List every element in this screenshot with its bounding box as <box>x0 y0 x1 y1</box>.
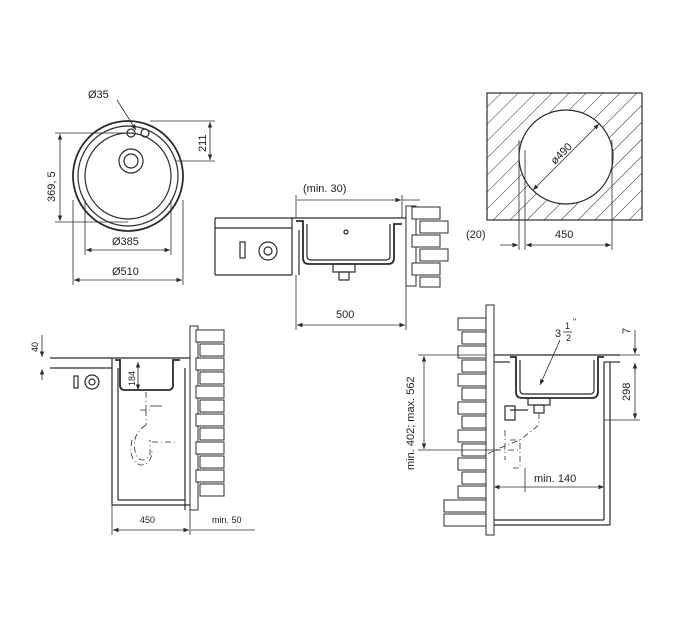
cabinet-overflow-slot <box>73 375 79 389</box>
dim-450-label: 450 <box>140 515 155 525</box>
min-50-label: min. 50 <box>212 515 242 525</box>
plumbing-sink <box>510 356 604 399</box>
drain-inner <box>123 153 139 169</box>
outer-rim <box>72 120 184 232</box>
plumbing-view: 3 1 2 " 7 298 min. 402; max. 562 min. 14… <box>405 304 640 536</box>
cabinet-view: 40 184 450 min. 50 <box>30 325 255 535</box>
brick-wall-cabinet <box>189 325 225 511</box>
drain-size-denominator: 2 <box>566 333 571 343</box>
cabinet-knob <box>84 374 100 390</box>
bowl <box>84 132 172 220</box>
cabinet-knob-center <box>88 378 96 386</box>
outer-diameter-label: Ø510 <box>112 266 139 278</box>
drain-size-inch-mark: " <box>573 317 576 327</box>
dim-184-label: 184 <box>127 371 137 386</box>
brick-wall-plumbing <box>443 304 495 536</box>
bowl-section <box>296 220 402 265</box>
min-140-label: min. 140 <box>534 473 576 485</box>
control-knob-center <box>263 246 273 256</box>
plumbing-drain-pipe <box>533 404 545 414</box>
dim-40-label: 40 <box>30 342 40 352</box>
drain-size-numerator: 1 <box>565 321 570 331</box>
plumbing-drain <box>527 397 551 406</box>
top-view: Ø35 211 369, 5 Ø385 Ø510 <box>46 89 215 285</box>
gap-20-label: (20) <box>466 229 486 241</box>
control-knob <box>258 241 278 261</box>
section-view: (min. 30) 500 <box>214 183 449 330</box>
overflow-slot <box>239 241 246 259</box>
width-450-label: 450 <box>555 229 573 241</box>
dim-7-label: 7 <box>621 328 633 334</box>
cabinet-sink <box>115 359 180 391</box>
offset-211-label: 211 <box>197 134 209 152</box>
dim-298-label: 298 <box>621 383 633 401</box>
rim-inner <box>77 125 179 227</box>
drain-pipe <box>338 271 350 281</box>
width-500-label: 500 <box>336 309 354 321</box>
drain-fitting <box>332 263 356 273</box>
bowl-diameter-label: Ø385 <box>112 236 139 248</box>
dim-369-label: 369, 5 <box>46 171 58 202</box>
brick-wall-top <box>405 205 449 288</box>
height-range-label: min. 402; max. 562 <box>405 376 417 470</box>
overflow-hole <box>343 229 349 235</box>
tap-valve <box>504 405 528 421</box>
cutout-view: ø490 (20) 450 <box>466 92 643 250</box>
min-30-label: (min. 30) <box>303 183 346 195</box>
drain-size-whole: 3 <box>555 328 561 340</box>
hole-diameter-label: Ø35 <box>88 89 109 101</box>
drain-outer <box>118 148 144 174</box>
trap-siphon <box>133 392 152 461</box>
tap-hole-2 <box>140 128 150 138</box>
